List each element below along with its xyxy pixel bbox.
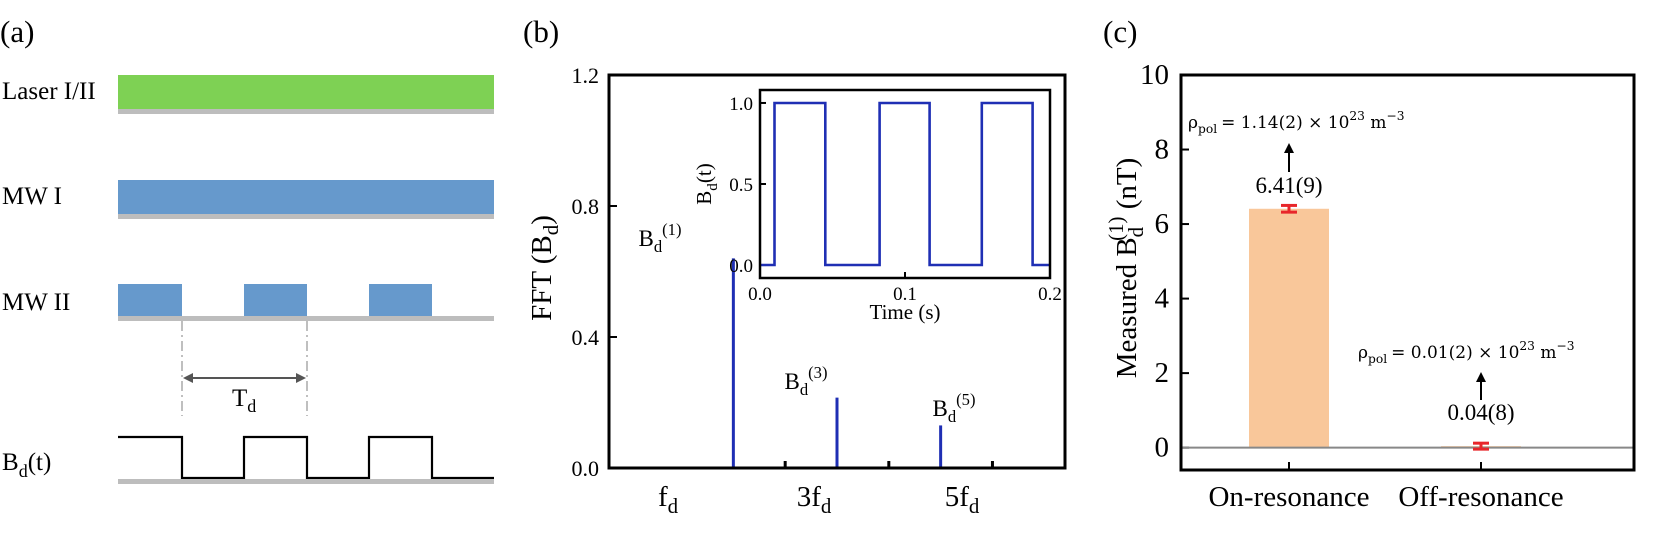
inset-square-wave	[760, 101, 1050, 267]
period-arrow-head-left	[183, 373, 193, 383]
fft-y-ticks: 0.0 0.4 0.8 1.2	[572, 63, 617, 481]
rho-arrow-head-off	[1476, 372, 1486, 382]
x-tick-fd: fd	[658, 481, 679, 518]
rho-annotation-on: ρpol= 1.14(2) × 1023 m−3	[1188, 109, 1405, 136]
laser-baseline	[118, 109, 494, 114]
mw1-pulse-bar	[118, 180, 494, 215]
peak-label-3: Bd(3)	[785, 363, 828, 399]
measured-plot-frame	[1179, 73, 1636, 472]
measured-y-tick-label-2: 4	[1155, 283, 1170, 315]
bd-baseline	[118, 479, 494, 484]
inset-ticks: 0.0 0.5 1.0 0.0 0.1 0.2	[729, 94, 1062, 305]
value-label-on: 6.41(9)	[1255, 173, 1322, 198]
inset-y-tick-label-1: 0.5	[729, 175, 753, 196]
period-arrow-head-right	[296, 373, 306, 383]
mw1-baseline	[118, 214, 494, 219]
fft-peaks	[731, 258, 943, 468]
peak-label-1: Bd(1)	[639, 220, 682, 256]
peak-label-5: Bd(5)	[933, 390, 976, 426]
measured-y-tick-label-0: 0	[1155, 432, 1170, 464]
panel-b-label: (b)	[523, 14, 559, 49]
inset-x-tick-label-1: 0.1	[893, 284, 917, 305]
value-label-off: 0.04(8)	[1447, 400, 1514, 425]
row-label-laser: Laser I/II	[2, 78, 96, 105]
measured-y-tick-label-5: 10	[1140, 59, 1169, 91]
bd-square-wave	[118, 435, 494, 480]
mw2-pulse-1	[118, 284, 182, 317]
rho-arrow-head-on	[1284, 143, 1294, 153]
laser-pulse-bar	[118, 75, 494, 110]
mw2-pulse-2	[244, 284, 307, 317]
inset-background	[745, 90, 1053, 278]
fft-plot-frame	[607, 73, 1067, 470]
rho-annotation-off: ρpol= 0.01(2) × 1023 m−3	[1358, 339, 1575, 366]
inset-y-axis-title: Bd(t)	[692, 163, 721, 204]
measured-bars	[1249, 208, 1521, 448]
measured-y-axis-title: Measured Bd(1) (nT)	[1104, 158, 1148, 379]
inset-x-axis-title: Time (s)	[870, 300, 941, 324]
period-label: Td	[232, 385, 256, 416]
fft-y-tick-label-2: 0.8	[572, 194, 600, 219]
category-label-on: On-resonance	[1208, 481, 1369, 513]
fft-y-tick-label-0: 0.0	[572, 456, 600, 481]
error-bars	[1281, 203, 1489, 451]
x-tick-3fd: 3fd	[797, 481, 832, 518]
inset-frame	[758, 88, 1052, 280]
mw2-baseline	[118, 316, 494, 321]
mw2-pulse-3	[369, 284, 432, 317]
panel-b: (b) FFT (Bd) 0.0 0.4 0.8 1.2 Bd(1) Bd(3) Bd…	[523, 14, 1067, 518]
measured-y-tick-label-4: 8	[1155, 134, 1170, 166]
measured-y-ticks: 0 2 4 6 8 10	[1140, 59, 1482, 470]
panel-a-label: (a)	[0, 14, 34, 49]
row-label-bd: Bd(t)	[2, 449, 51, 481]
fft-y-tick-label-1: 0.4	[572, 325, 600, 350]
category-label-off: Off-resonance	[1398, 481, 1563, 513]
bar-On-resonance	[1249, 208, 1329, 448]
fft-y-axis-title: FFT (Bd)	[526, 215, 563, 321]
inset-y-tick-label-0: 0.0	[729, 256, 753, 277]
time-trace-inset: 0.0 0.5 1.0 0.0 0.1 0.2 Bd(t) Time (s)	[692, 88, 1062, 324]
row-label-mw2: MW II	[2, 289, 70, 316]
panel-c-label: (c)	[1103, 14, 1137, 49]
inset-x-tick-label-2: 0.2	[1038, 284, 1062, 305]
measured-y-tick-label-1: 2	[1155, 357, 1170, 389]
panel-a: (a) Laser I/II MW I MW II Td Bd(t)	[0, 14, 494, 484]
row-label-mw1: MW I	[2, 183, 62, 210]
measured-y-tick-label-3: 6	[1155, 208, 1170, 240]
x-tick-5fd: 5fd	[945, 481, 980, 518]
inset-y-tick-label-2: 1.0	[729, 94, 753, 115]
fft-y-tick-label-3: 1.2	[572, 63, 600, 88]
inset-x-tick-label-0: 0.0	[748, 284, 772, 305]
